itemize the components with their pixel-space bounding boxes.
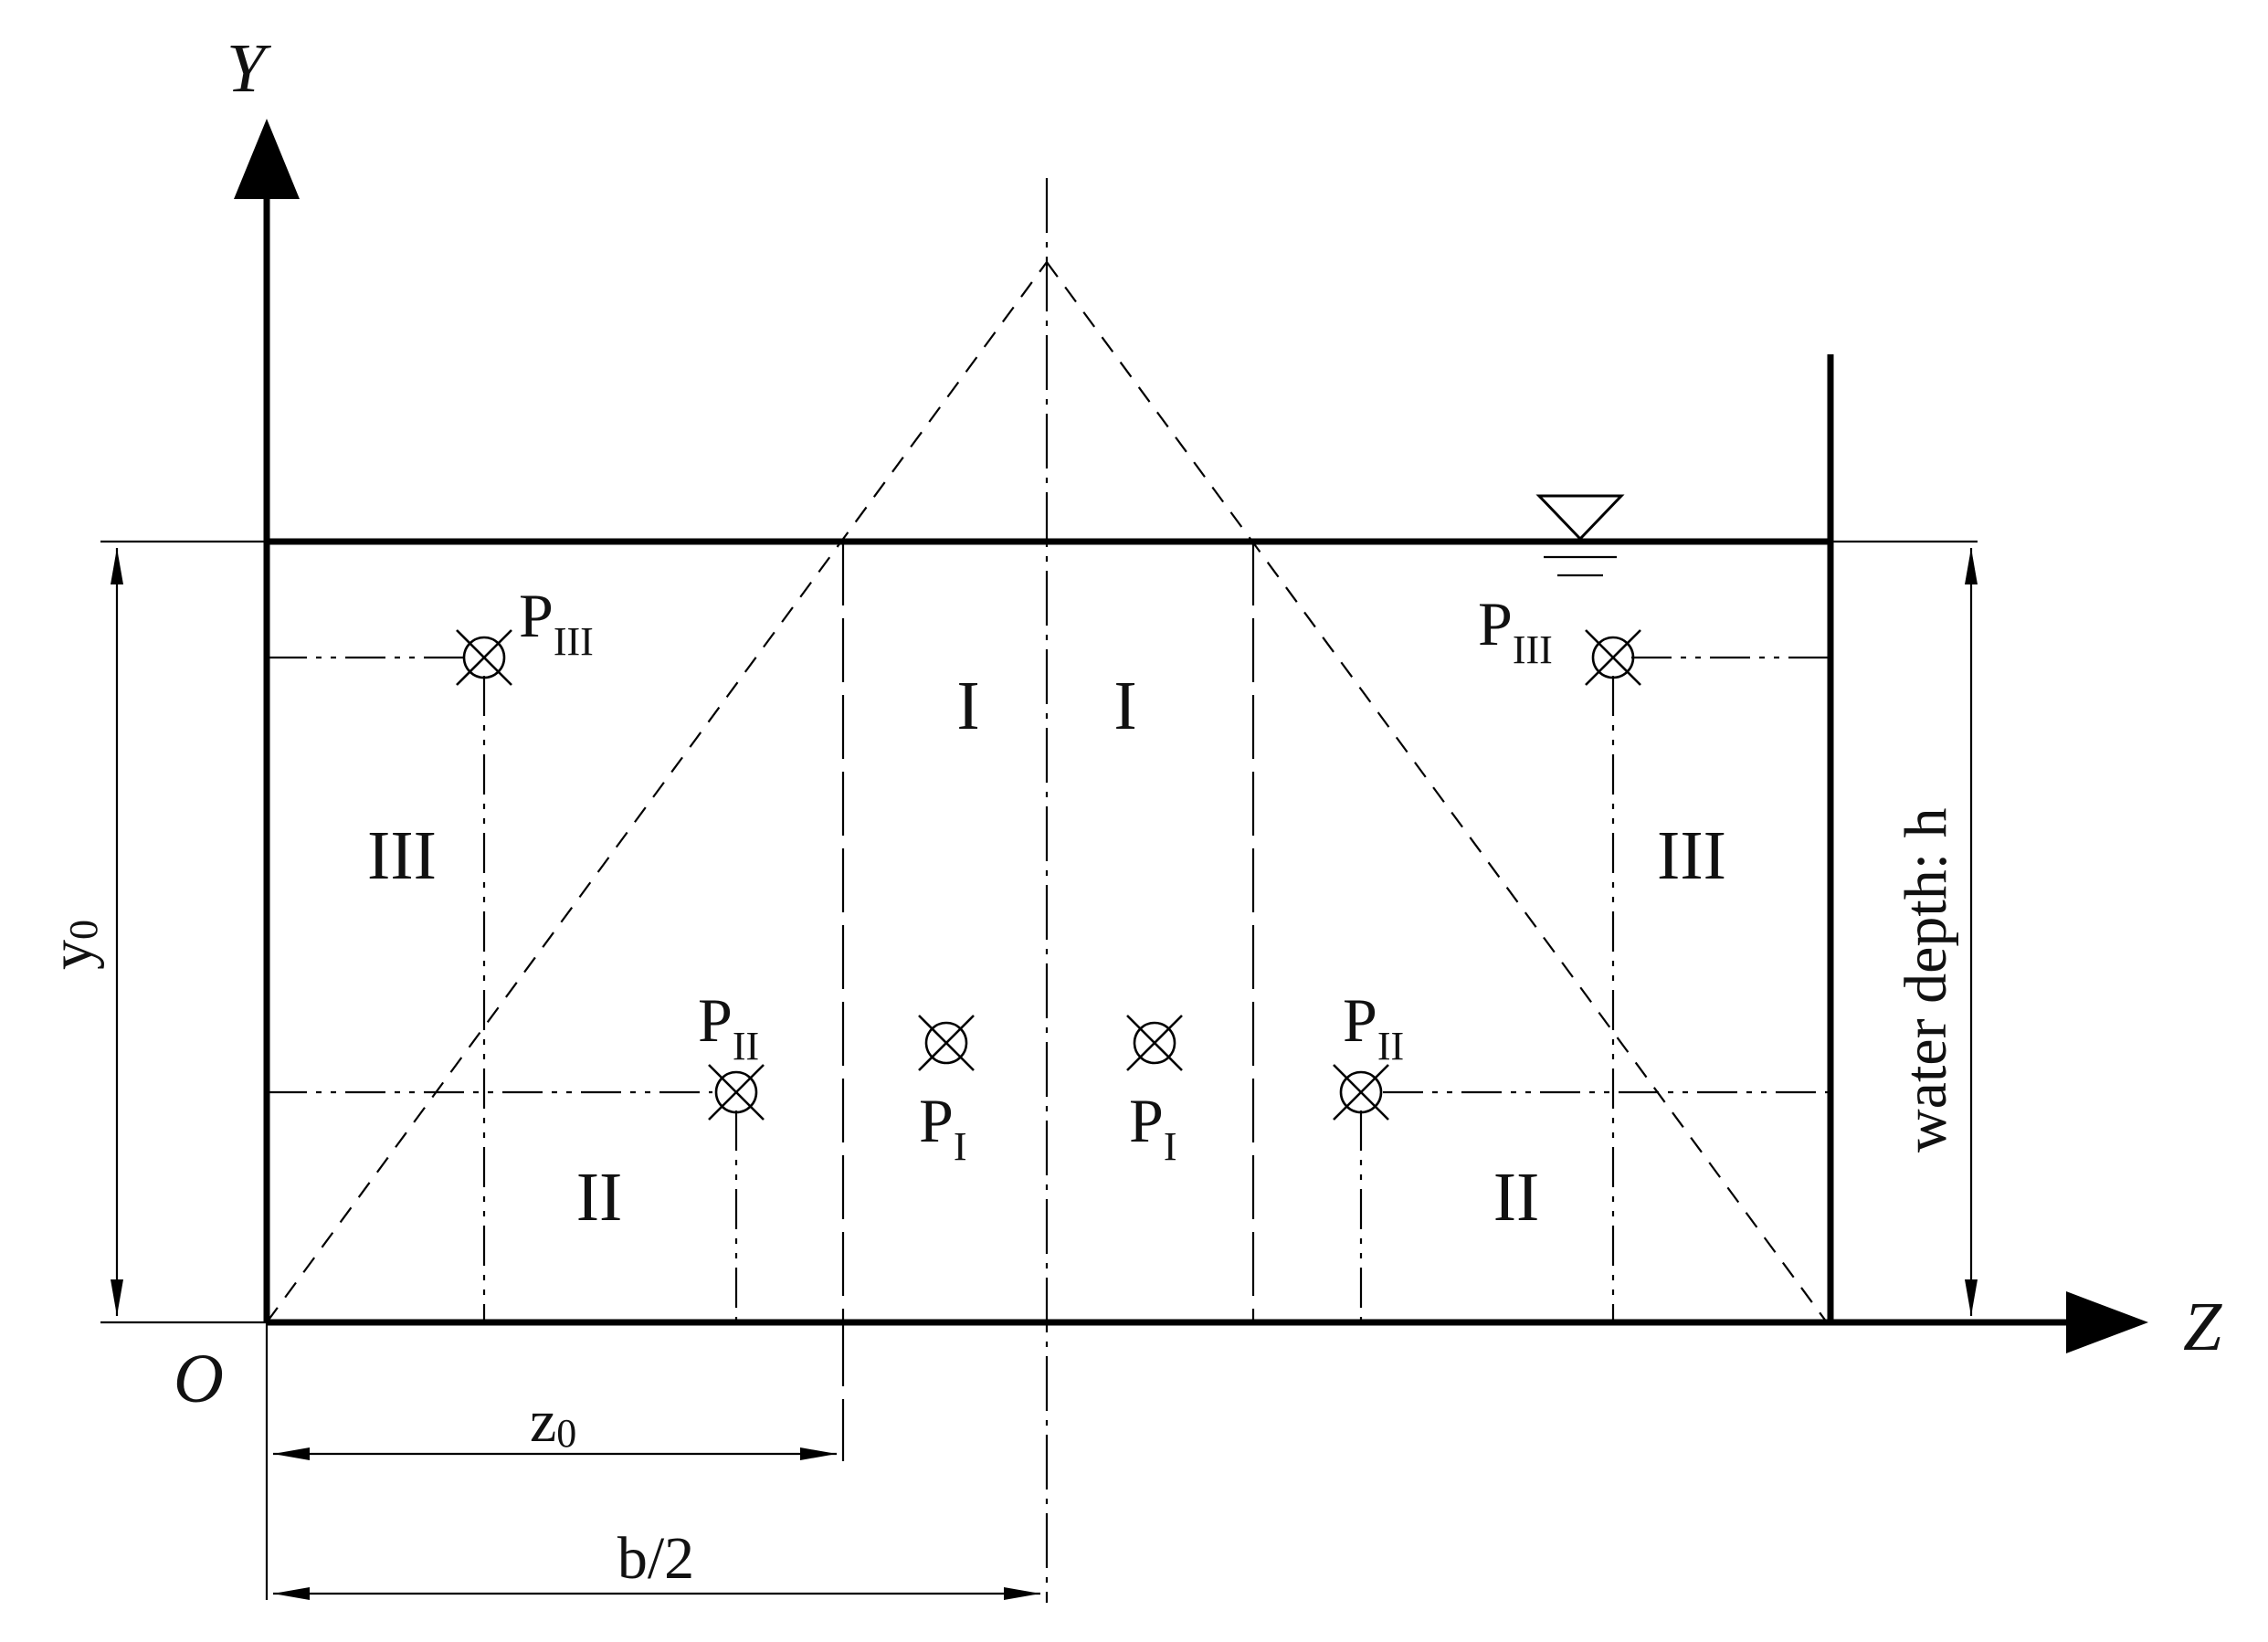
- measure-point-icon: [456, 629, 512, 686]
- region-label-II-right: II: [1493, 1159, 1540, 1236]
- point-label-p3-left: PIII: [519, 581, 594, 664]
- region-label-I-left: I: [956, 668, 979, 744]
- point-label-p2-right: PII: [1343, 985, 1404, 1068]
- point-label-p3-right: PIII: [1478, 589, 1553, 672]
- water-depth-label: water depth: h: [1893, 807, 1959, 1153]
- z0-dimension-label: z0: [530, 1388, 576, 1456]
- right-diagonal: [1046, 261, 1828, 1323]
- z-axis-arrowhead: [2066, 1291, 2148, 1353]
- region-label-III-right: III: [1657, 817, 1726, 894]
- measure-point-icon: [1126, 1015, 1183, 1071]
- measure-point-icon: [1333, 1064, 1389, 1121]
- measure-point-icon: [1585, 629, 1641, 686]
- point-label-p1-left: PI: [919, 1086, 966, 1169]
- region-label-I-right: I: [1113, 668, 1136, 744]
- region-label-III-left: III: [367, 817, 437, 894]
- water-surface-symbol-icon: [1535, 494, 1625, 577]
- point-label-p2-left: PII: [698, 985, 759, 1068]
- y-axis-arrowhead: [234, 119, 300, 199]
- y-axis-label: Y: [227, 30, 272, 107]
- y0-dimension-label: y0: [38, 920, 106, 970]
- origin-label: O: [174, 1341, 224, 1417]
- region-label-II-left: II: [576, 1159, 623, 1236]
- z-axis-label: Z: [2183, 1289, 2222, 1365]
- left-diagonal: [266, 261, 1048, 1323]
- measure-point-icon: [708, 1064, 765, 1121]
- measure-point-icon: [918, 1015, 975, 1071]
- b2-dimension-label: b/2: [617, 1525, 694, 1592]
- point-label-p1-right: PI: [1129, 1086, 1176, 1169]
